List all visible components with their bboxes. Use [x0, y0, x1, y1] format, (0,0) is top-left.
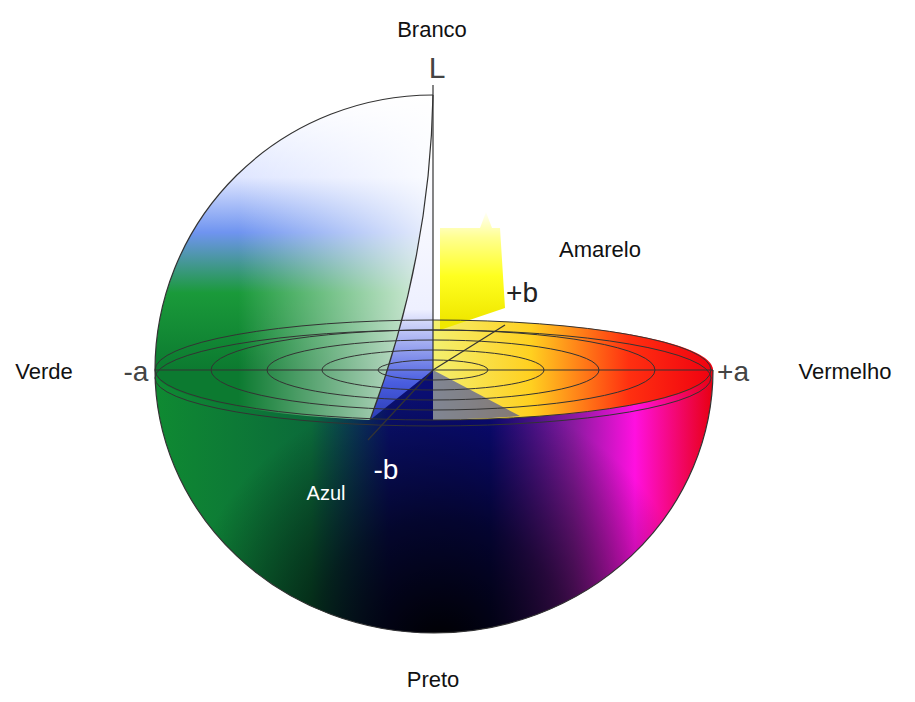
lower-hemisphere: [155, 370, 713, 633]
lower-shading: [155, 370, 713, 633]
pole-label: Preto: [407, 669, 460, 691]
pole-label: Branco: [397, 19, 467, 41]
cut-face: [370, 95, 433, 420]
axis-label: -a: [124, 358, 149, 386]
upper-dome: [155, 95, 433, 420]
color-label: Azul: [307, 483, 346, 503]
color-label: Vermelho: [799, 361, 892, 383]
axis-label: +a: [717, 358, 749, 386]
axis-label: +b: [506, 279, 538, 307]
dome-highlight: [155, 95, 433, 420]
axis-label: -b: [374, 456, 399, 484]
plane-front-shade: [433, 370, 520, 420]
axes: [155, 85, 713, 633]
axis-label: L: [429, 53, 446, 83]
yellow-wedge: [440, 212, 505, 330]
color-label: Amarelo: [559, 239, 641, 261]
color-label: Verde: [15, 361, 73, 383]
